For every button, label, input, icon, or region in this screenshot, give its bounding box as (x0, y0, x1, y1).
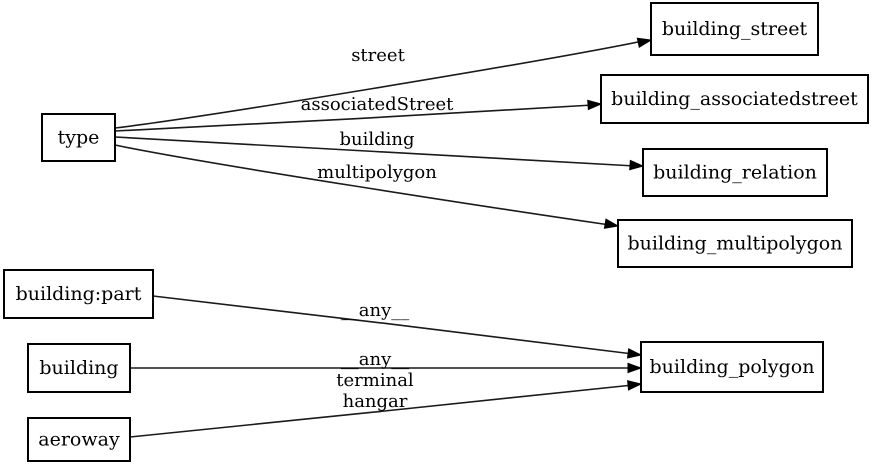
edge-aeroway-to-building_polygon (129, 380, 643, 438)
edge-arrowhead (627, 380, 643, 391)
node-label: aeroway (38, 429, 120, 451)
edge-line (114, 144, 611, 226)
node-box[interactable] (617, 219, 853, 268)
node-building_associatedstreet[interactable]: building_associatedstreet (600, 74, 869, 124)
edge-line (152, 295, 634, 355)
node-box[interactable] (650, 2, 819, 56)
edge-label: building (339, 129, 414, 150)
node-building[interactable]: building (27, 343, 131, 393)
node-label: building_associatedstreet (611, 88, 858, 110)
edge-line (114, 136, 636, 167)
node-box[interactable] (27, 343, 131, 393)
edge-labels-layer: street associatedStreet building multipolyg… (301, 45, 454, 412)
node-box[interactable] (640, 341, 824, 393)
node-type[interactable]: type (41, 113, 116, 162)
edge-arrowhead (603, 218, 620, 229)
node-box[interactable] (642, 148, 828, 197)
node-label: building_polygon (650, 356, 815, 378)
edge-arrowhead (629, 159, 645, 171)
node-building_street[interactable]: building_street (650, 2, 819, 56)
edges-layer (114, 37, 653, 438)
node-label: building_street (662, 18, 808, 40)
edge-label: __any__ (341, 349, 410, 370)
node-building_polygon[interactable]: building_polygon (640, 341, 824, 393)
edge-type-to-building_street (114, 37, 653, 129)
node-box[interactable] (27, 417, 131, 462)
nodes-layer: type building_street building_associatedst… (3, 2, 869, 462)
edge-arrowhead (627, 362, 643, 374)
edge-building_part-to-building_polygon (152, 295, 643, 359)
node-box[interactable] (41, 113, 116, 162)
node-label: building_multipolygon (628, 233, 843, 255)
node-building_relation[interactable]: building_relation (642, 148, 828, 197)
node-label: building:part (16, 283, 142, 305)
edge-building-to-building_polygon (130, 362, 643, 374)
node-building_multipolygon[interactable]: building_multipolygon (617, 219, 853, 268)
edge-label: hangar (343, 391, 408, 412)
edge-line (114, 40, 644, 129)
edge-label: associatedStreet (301, 94, 454, 115)
edge-label: multipolygon (317, 162, 437, 183)
edge-line (129, 384, 634, 438)
node-box[interactable] (3, 269, 154, 319)
edge-type-to-building_relation (114, 136, 645, 171)
node-building_part[interactable]: building:part (3, 269, 154, 319)
edge-arrowhead (587, 99, 603, 111)
edge-label: __any__ (341, 300, 410, 321)
node-aeroway[interactable]: aeroway (27, 417, 131, 462)
edge-type-to-building_multipolygon (114, 144, 620, 229)
edge-line (114, 104, 594, 132)
edge-label: terminal (336, 370, 414, 391)
edge-type-to-building_associatedstreet (114, 99, 603, 132)
node-label: building (39, 357, 118, 379)
node-label: type (58, 127, 100, 149)
node-label: building_relation (653, 162, 817, 184)
edge-label: street (351, 45, 405, 66)
node-box[interactable] (600, 74, 869, 124)
edge-arrowhead (626, 348, 643, 359)
edge-arrowhead (636, 37, 653, 48)
